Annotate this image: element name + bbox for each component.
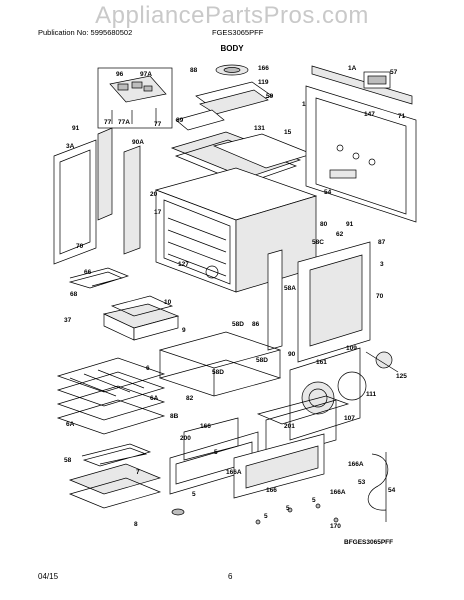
callout: 8B: [170, 413, 179, 420]
callout: 9: [182, 327, 186, 334]
section-title: BODY: [220, 44, 244, 53]
callout: 10: [164, 299, 172, 306]
drawer-frame[interactable]: [158, 331, 282, 397]
callout: 3A: [66, 143, 75, 150]
callout: 147: [364, 111, 375, 118]
callout: 70: [376, 293, 384, 300]
callout: 131: [254, 125, 265, 132]
screws: [255, 503, 339, 525]
callout: 66: [84, 269, 92, 276]
callout: 77: [154, 121, 162, 128]
callout: 5: [264, 513, 268, 520]
wiring-harness[interactable]: [367, 452, 389, 522]
callout: 15: [284, 129, 292, 136]
broil-element[interactable]: [68, 267, 130, 289]
callout: 107: [344, 415, 355, 422]
callout: 91: [72, 125, 80, 132]
callout: 6: [146, 365, 150, 372]
callout: 201: [284, 423, 295, 430]
oven-door[interactable]: [267, 241, 371, 363]
callout: 20: [150, 191, 158, 198]
callout: 166A: [330, 489, 346, 496]
callout: 89: [176, 117, 184, 124]
callout: 77A: [118, 119, 130, 126]
callout: 80: [320, 221, 328, 228]
callout: 111: [366, 391, 377, 398]
callout: 71: [398, 113, 406, 120]
rear-back-panel[interactable]: [305, 65, 417, 223]
callout: 166A: [226, 469, 242, 476]
callout: 125: [396, 373, 407, 380]
callout: 54: [324, 189, 332, 196]
callout: 119: [258, 79, 269, 86]
callout: 6A: [150, 395, 159, 402]
callout: 96: [116, 71, 124, 78]
callout: 91: [346, 221, 354, 228]
broiler-pan[interactable]: [102, 295, 180, 341]
callout: 97A: [140, 71, 152, 78]
callout: 5: [214, 449, 218, 456]
callout: 87: [378, 239, 386, 246]
callout: 5: [312, 497, 316, 504]
callout: 68: [70, 291, 78, 298]
callout: 200: [180, 435, 191, 442]
callout: 58: [64, 457, 72, 464]
callout-labels: 96 97A 77 77A 77 88 166 119 59 89 131 15…: [64, 65, 407, 530]
callout: 58D: [212, 369, 224, 376]
callout: 58C: [312, 239, 324, 246]
bake-element[interactable]: [68, 443, 185, 516]
callout: 170: [330, 523, 341, 530]
callout: 166: [200, 423, 211, 430]
callout: 5: [286, 505, 290, 512]
reference-code: BFGES3065PFF: [344, 539, 393, 546]
callout: 59: [266, 93, 274, 100]
callout: 53: [358, 479, 366, 486]
callout: 17: [154, 209, 162, 216]
callout: 109: [346, 345, 357, 352]
callout: 58D: [232, 321, 244, 328]
control-board-assembly[interactable]: [97, 67, 173, 129]
callout: 161: [316, 359, 327, 366]
callout: 90: [288, 351, 296, 358]
callout: 5: [192, 491, 196, 498]
callout: 86: [252, 321, 260, 328]
callout: 54: [388, 487, 396, 494]
warming-drawer[interactable]: [169, 395, 350, 499]
callout: 70: [76, 243, 84, 250]
callout: 1: [302, 101, 306, 108]
callout: 62: [336, 231, 344, 238]
callout: 166: [266, 487, 277, 494]
callout: 90A: [132, 139, 144, 146]
callout: 58A: [284, 285, 296, 292]
model-number: FGES3065PFF: [212, 28, 264, 37]
callout: 58D: [256, 357, 268, 364]
callout: 3: [380, 261, 384, 268]
callout: 57: [390, 69, 398, 76]
footer-page-number: 6: [228, 572, 233, 581]
callout: 8: [134, 521, 138, 528]
callout: 166: [258, 65, 269, 72]
callout: 88: [190, 67, 198, 74]
callout: 127: [178, 261, 189, 268]
callout: 7: [136, 469, 140, 476]
callout: 166A: [348, 461, 364, 468]
publication-number: Publication No: 5995680502: [38, 28, 133, 37]
callout: 82: [186, 395, 194, 402]
callout: 1A: [348, 65, 357, 72]
callout: 77: [104, 119, 112, 126]
oven-cavity[interactable]: [154, 167, 318, 293]
callout: 37: [64, 317, 72, 324]
left-side-panel[interactable]: [53, 127, 141, 265]
footer-date: 04/15: [38, 572, 59, 581]
convection-fan-housing[interactable]: [289, 347, 399, 441]
watermark-logo: AppliancePartsPros.com: [95, 2, 369, 29]
convection-fan-top[interactable]: [175, 64, 273, 131]
callout: 6A: [66, 421, 75, 428]
oven-racks[interactable]: [56, 357, 166, 435]
